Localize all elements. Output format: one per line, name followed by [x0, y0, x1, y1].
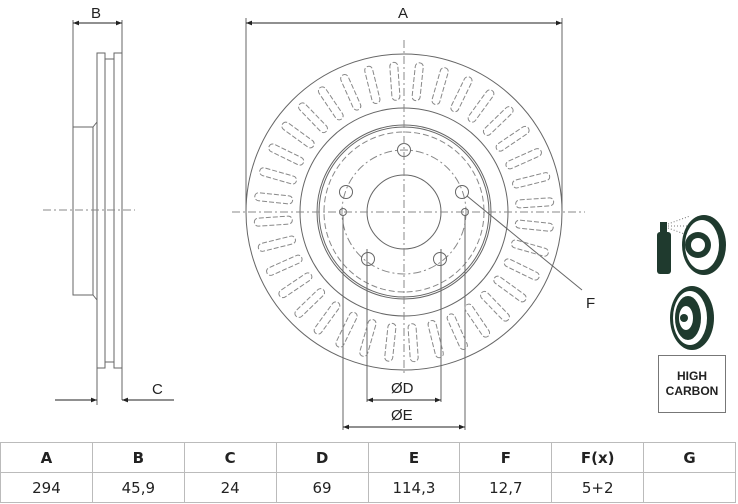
- header-b: B: [91, 442, 185, 473]
- header-c: C: [183, 442, 277, 473]
- coated-brake-disc-icon: [657, 215, 726, 275]
- dim-label-c: C: [152, 381, 163, 398]
- spec-header-row: A B C D E F F(x) G: [0, 442, 736, 473]
- vented-brake-disc-icon: [670, 286, 714, 350]
- value-d: 69: [275, 472, 369, 503]
- spec-table: A B C D E F F(x) G 294 45,9 24 69 114,3 …: [0, 442, 736, 503]
- dim-label-f: F: [586, 295, 595, 312]
- value-g: [643, 472, 736, 503]
- value-c: 24: [183, 472, 277, 503]
- front-view: [232, 18, 585, 430]
- header-fx: F(x): [551, 442, 645, 473]
- value-f: 12,7: [459, 472, 553, 503]
- header-a: A: [0, 442, 93, 473]
- value-fx: 5+2: [551, 472, 645, 503]
- dim-label-a: A: [398, 5, 408, 22]
- side-view: [43, 20, 174, 405]
- dim-label-d: ØD: [391, 380, 414, 397]
- spec-value-row: 294 45,9 24 69 114,3 12,7 5+2: [0, 472, 736, 503]
- high-carbon-badge: HIGH CARBON: [658, 355, 726, 413]
- value-a: 294: [0, 472, 93, 503]
- brake-disc-technical-drawing: B C A F ØD: [43, 5, 726, 430]
- header-g: G: [643, 442, 736, 473]
- value-e: 114,3: [367, 472, 461, 503]
- value-b: 45,9: [91, 472, 185, 503]
- high-carbon-line2: CARBON: [665, 384, 719, 398]
- header-f: F: [459, 442, 553, 473]
- dim-label-b: B: [91, 5, 101, 22]
- header-e: E: [367, 442, 461, 473]
- header-d: D: [275, 442, 369, 473]
- dim-label-e: ØE: [391, 407, 413, 424]
- high-carbon-line1: HIGH: [677, 369, 707, 383]
